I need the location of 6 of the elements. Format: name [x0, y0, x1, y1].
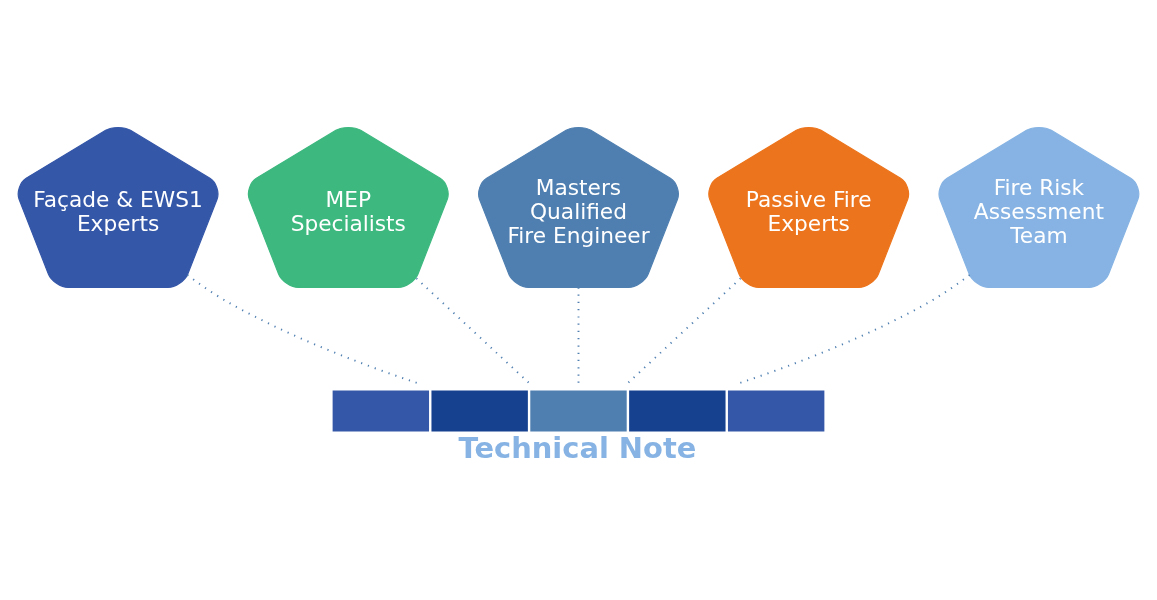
connector: [186, 274, 419, 385]
connector: [415, 277, 531, 385]
node-label: Technical Note: [458, 431, 697, 466]
connector: [577, 286, 580, 385]
connector: [626, 277, 742, 385]
connector: [738, 274, 971, 385]
